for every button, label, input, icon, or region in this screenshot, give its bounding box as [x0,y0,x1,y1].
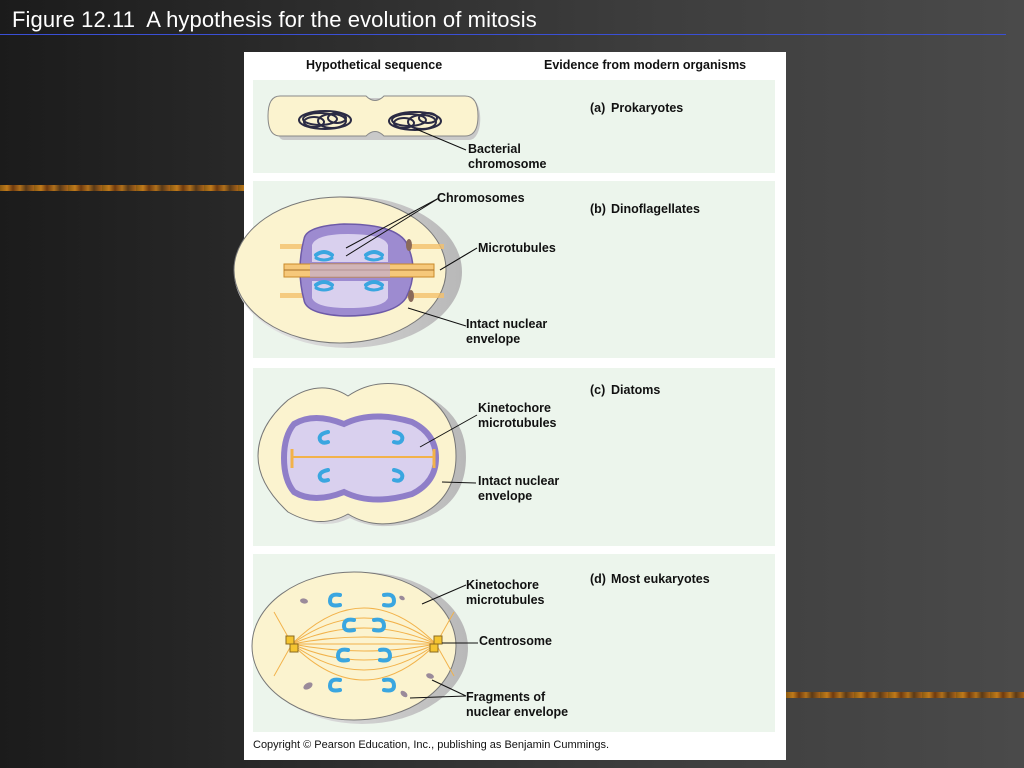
dinoflagellate-cell-drawing [233,196,478,348]
label-intact-nuclear-b: Intact nuclear [466,317,547,331]
bacterial-chromosome-right [388,111,442,131]
header-evidence: Evidence from modern organisms [544,58,747,72]
mitosis-illustration: Bacterial chromosome (a) Prokaryotes [233,95,710,724]
panel-a-organism: Prokaryotes [611,101,683,115]
label-fragments-of: Fragments of [466,690,546,704]
chromosomes-c [317,430,405,483]
eukaryote-cell-drawing [251,571,478,724]
title-underline [0,34,1006,35]
centrosome-right [429,635,443,653]
panel-d-letter: (d) [590,572,606,586]
label-bacterial: Bacterial [468,142,521,156]
panel-b-letter: (b) [590,202,606,216]
panel-a-letter: (a) [590,101,605,115]
chromosomes-d [327,592,397,693]
label-chromosome: chromosome [468,157,547,171]
label-microtubules-c: microtubules [478,416,557,430]
slide-title: Figure 12.11 A hypothesis for the evolut… [12,7,537,32]
mitosis-figure: Hypothetical sequence Evidence from mode… [233,52,786,760]
chromosomes-b [314,250,384,292]
centrosome-left [285,635,299,653]
panel-c-organism: Diatoms [611,383,660,397]
label-microtubules-d: microtubules [466,593,545,607]
nuclear-envelope-fragments [300,595,434,698]
header-hypothetical-sequence: Hypothetical sequence [306,58,443,72]
label-kinetochore-c: Kinetochore [478,401,551,415]
decorative-band-right [786,692,1024,698]
bacterial-chromosome-left [298,110,352,130]
diatom-cell-drawing [257,383,478,527]
panel-b-organism: Dinoflagellates [611,202,700,216]
copyright-notice: Copyright © Pearson Education, Inc., pub… [253,739,610,751]
prokaryote-cell-drawing [267,95,481,151]
label-intact-nuclear-c: Intact nuclear [478,474,559,488]
label-nuclear-envelope-d: nuclear envelope [466,705,568,719]
decorative-band-left [0,185,244,191]
label-envelope-b: envelope [466,332,520,346]
label-kinetochore-d: Kinetochore [466,578,539,592]
panel-c-letter: (c) [590,383,605,397]
label-microtubules-b: Microtubules [478,241,556,255]
label-envelope-c: envelope [478,489,532,503]
label-chromosomes: Chromosomes [437,191,525,205]
label-centrosome: Centrosome [479,634,552,648]
panel-d-organism: Most eukaryotes [611,572,710,586]
